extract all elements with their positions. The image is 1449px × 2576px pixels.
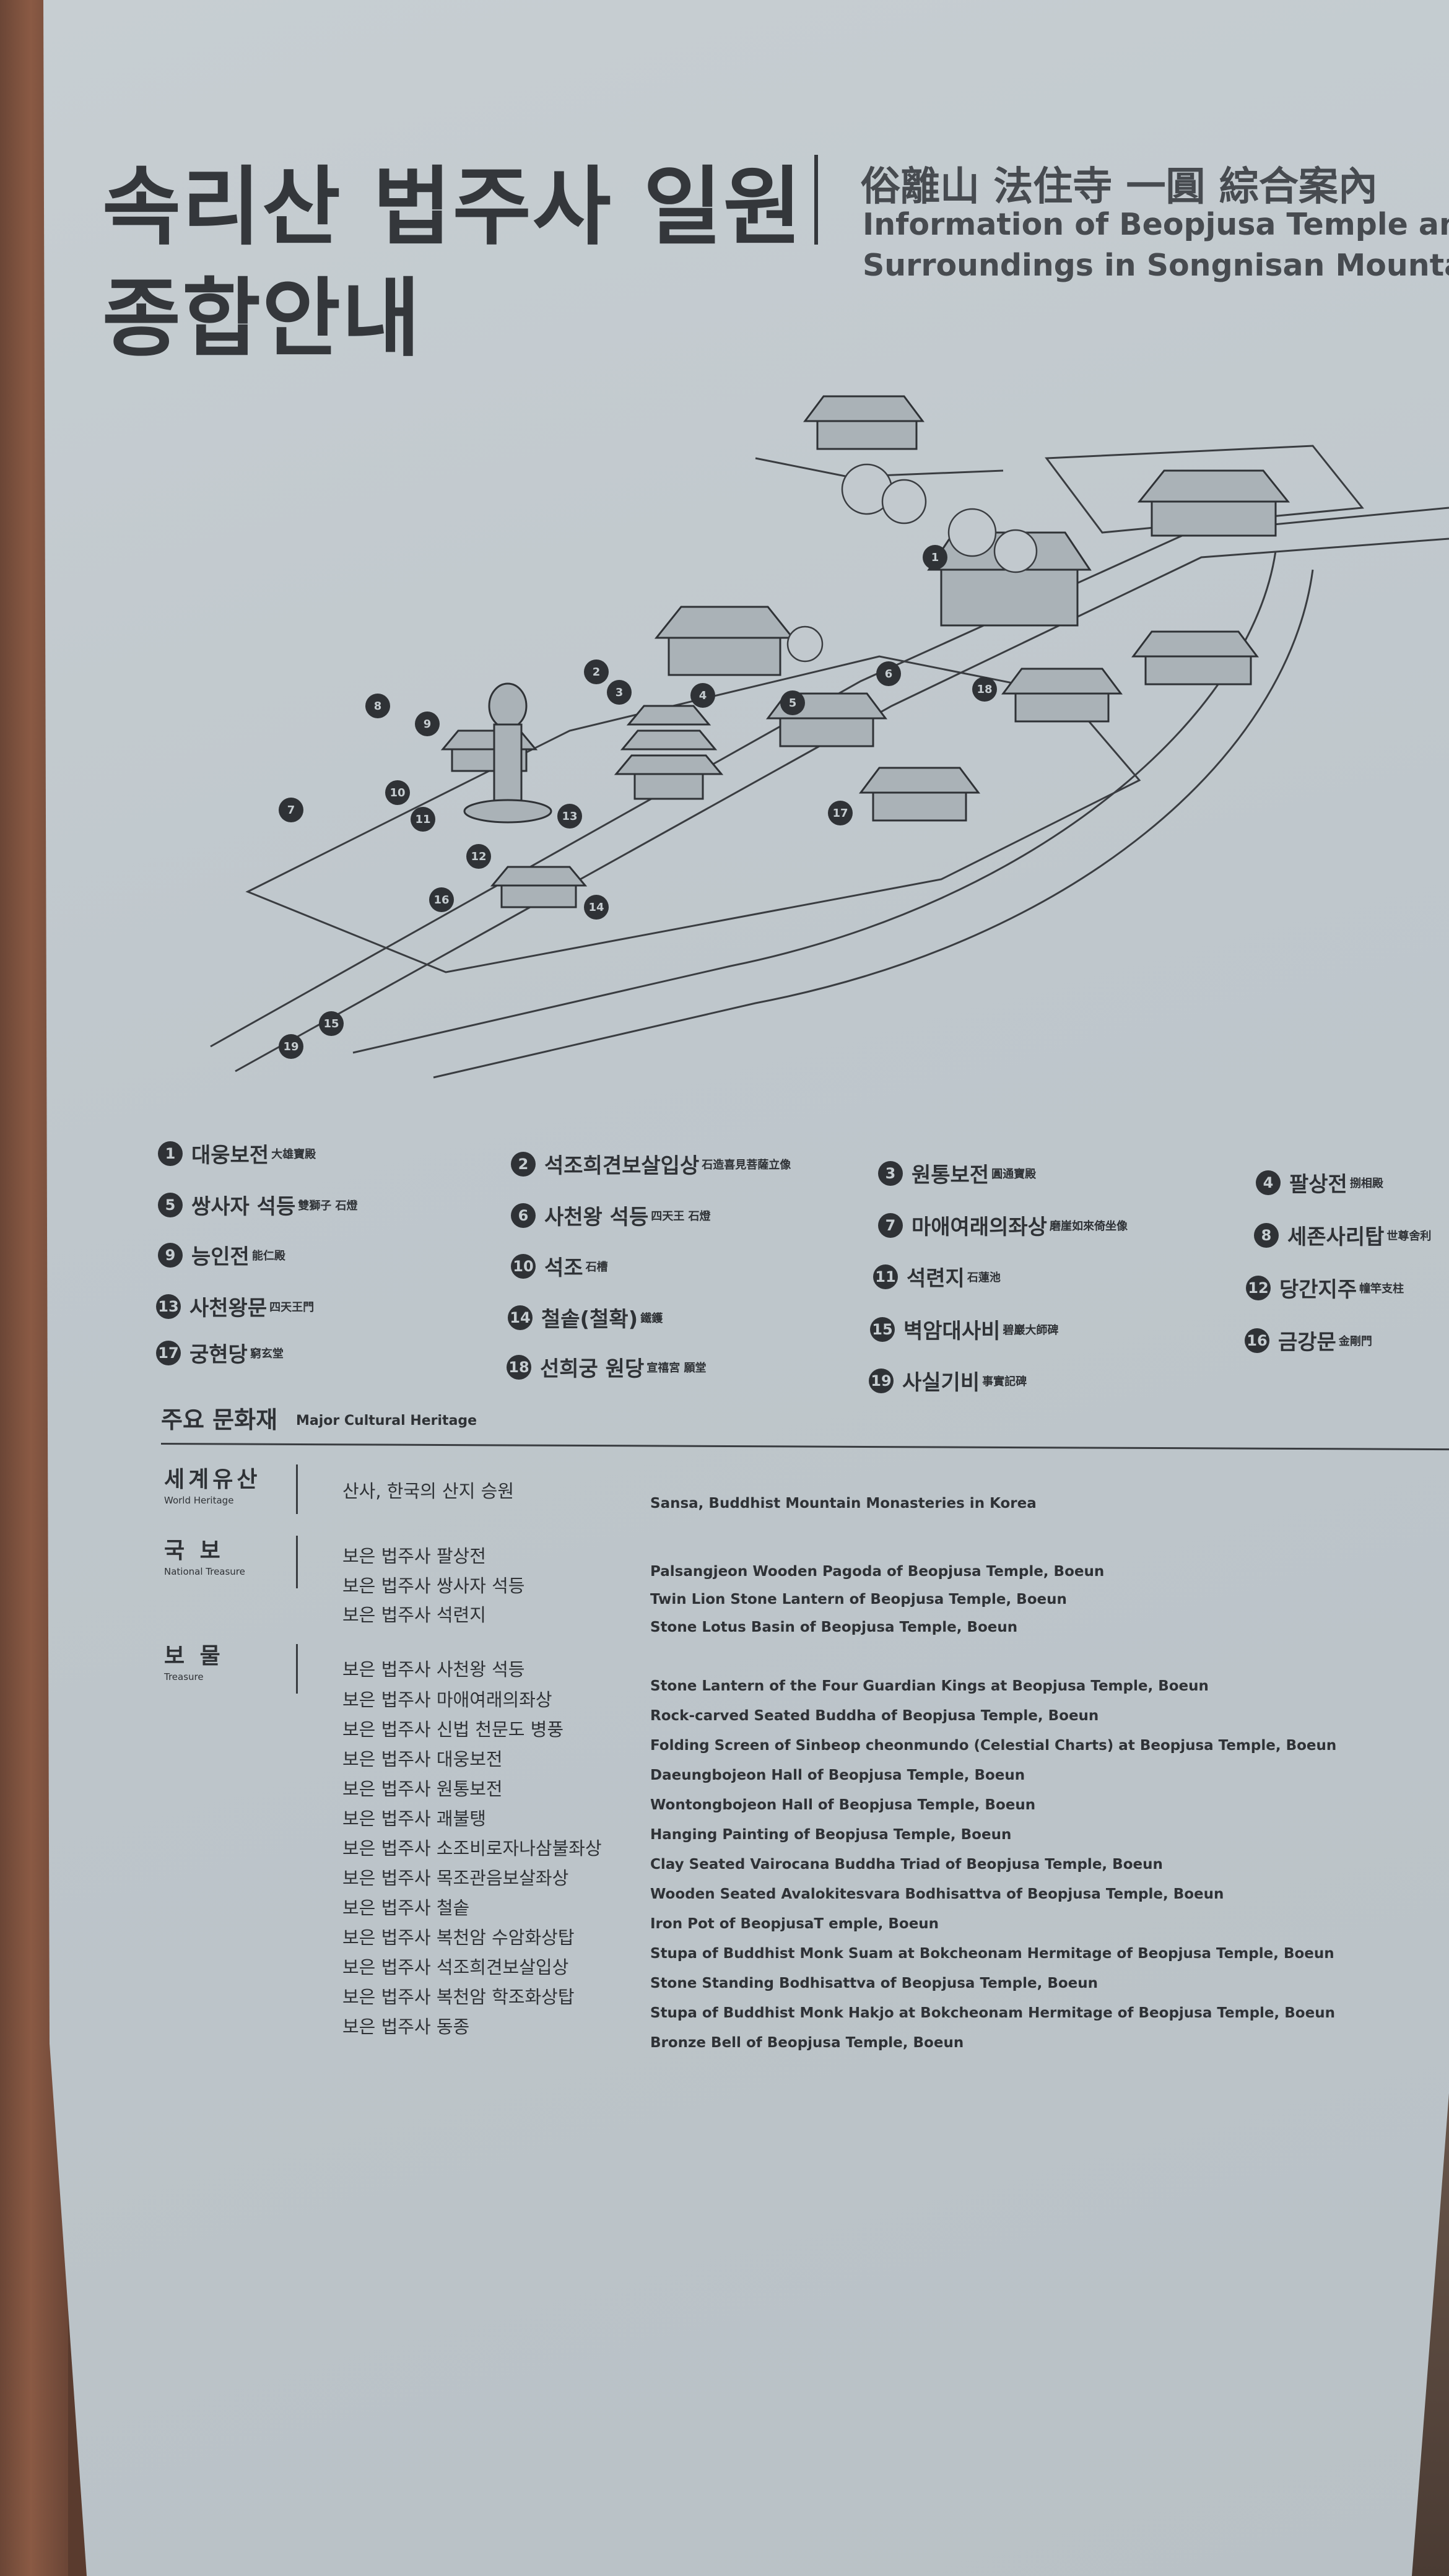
heritage-item-en: Rock-carved Seated Buddha of Beopjusa Te…	[650, 1708, 1099, 1724]
svg-text:19: 19	[283, 1040, 298, 1053]
korean-title-line2: 종합안내	[102, 269, 422, 368]
heritage-item-ko: 보은 법주사 동종	[342, 2016, 470, 2037]
world-heritage-label: 세계유산 World Heritage	[164, 1467, 261, 1506]
heritage-item-ko: 보은 법주사 석련지	[342, 1604, 486, 1625]
korean-title-line1: 속리산 법주사 일원	[102, 157, 803, 257]
heritage-item-en: Stone Lotus Basin of Beopjusa Temple, Bo…	[650, 1619, 1018, 1635]
svg-text:6: 6	[885, 668, 893, 681]
heritage-item-ko: 보은 법주사 원통보전	[342, 1778, 503, 1799]
svg-text:3: 3	[616, 686, 624, 699]
hanja-title: 俗離山 法住寺 一圓 綜合案內	[861, 164, 1378, 210]
english-title-line1: Information of Beopjusa Temple and	[863, 207, 1449, 242]
heritage-item-ko: 보은 법주사 팔상전	[342, 1546, 486, 1567]
heritage-item-en: Bronze Bell of Beopjusa Temple, Boeun	[650, 2035, 964, 2051]
heritage-item-en: Wooden Seated Avalokitesvara Bodhisattva…	[650, 1886, 1224, 1902]
trees-icon	[786, 463, 1038, 663]
heritage-item-ko: 보은 법주사 마애여래의좌상	[342, 1689, 552, 1710]
building-icon	[440, 395, 1290, 908]
svg-text:2: 2	[593, 666, 601, 679]
heritage-item-ko: 보은 법주사 석조희견보살입상	[342, 1957, 569, 1978]
information-board	[43, 0, 1449, 2576]
heritage-item-en: Daeungbojeon Hall of Beopjusa Temple, Bo…	[650, 1767, 1025, 1783]
buddha-statue-icon	[463, 682, 552, 824]
svg-text:7: 7	[287, 804, 295, 817]
heritage-item-en: Stone Lantern of the Four Guardian Kings…	[650, 1678, 1209, 1694]
svg-text:8: 8	[374, 700, 382, 713]
svg-text:10: 10	[389, 786, 405, 799]
heritage-item-en: Folding Screen of Sinbeop cheonmundo (Ce…	[650, 1738, 1337, 1754]
heritage-item-ko: 보은 법주사 대웅보전	[342, 1749, 503, 1770]
heritage-item-ko: 보은 법주사 쌍사자 석등	[342, 1575, 525, 1596]
treasure-label: 보 물 Treasure	[164, 1643, 224, 1682]
svg-text:16: 16	[433, 894, 449, 907]
english-title: Information of Beopjusa Temple and Surro…	[863, 204, 1449, 286]
heritage-item-en: Wontongbojeon Hall of Beopjusa Temple, B…	[650, 1797, 1036, 1813]
heritage-item-ko: 보은 법주사 복천암 학조화상탑	[342, 1986, 575, 2008]
heritage-item-en: Palsangjeon Wooden Pagoda of Beopjusa Te…	[650, 1564, 1105, 1580]
svg-text:5: 5	[789, 697, 797, 710]
heritage-item-en: Clay Seated Vairocana Buddha Triad of Be…	[650, 1856, 1163, 1873]
svg-text:17: 17	[832, 807, 848, 820]
heritage-item-en: Stone Standing Bodhisattva of Beopjusa T…	[650, 1975, 1099, 1991]
heritage-item-ko: 보은 법주사 소조비로자나삼불좌상	[342, 1838, 602, 1859]
major-heritage-title-en: Major Cultural Heritage	[296, 1413, 477, 1429]
heritage-item-ko: 보은 법주사 목조관음보살좌상	[342, 1868, 569, 1889]
svg-text:15: 15	[323, 1017, 339, 1030]
heritage-item-en: Twin Lion Stone Lantern of Beopjusa Temp…	[650, 1591, 1067, 1608]
svg-text:4: 4	[699, 689, 707, 702]
heritage-item-en: Iron Pot of BeopjusaT emple, Boeun	[650, 1916, 939, 1932]
heritage-item-ko: 산사, 한국의 산지 승원	[342, 1481, 514, 1502]
category-divider	[296, 1536, 298, 1588]
heritage-item-ko: 보은 법주사 철솥	[342, 1897, 470, 1918]
english-title-line2: Surroundings in Songnisan Mountain	[863, 248, 1449, 283]
heritage-item-ko: 보은 법주사 사천왕 석등	[342, 1659, 525, 1680]
pagoda-icon	[614, 705, 724, 800]
heritage-item-ko: 보은 법주사 복천암 수암화상탑	[342, 1927, 575, 1948]
svg-text:18: 18	[977, 683, 992, 696]
temple-map-illustration: 1 2 3 4 5 6 7 8 9 10 11 12 13 14 15 16 1…	[210, 395, 1449, 1079]
heritage-item-ko: 보은 법주사 괘불탱	[342, 1808, 486, 1829]
title-divider	[814, 155, 818, 245]
svg-text:12: 12	[471, 850, 486, 863]
heritage-item-en: Stupa of Buddhist Monk Suam at Bokcheona…	[650, 1946, 1334, 1962]
heritage-item-ko: 보은 법주사 신법 천문도 병풍	[342, 1719, 564, 1740]
heritage-item-en: Sansa, Buddhist Mountain Monasteries in …	[650, 1495, 1037, 1512]
svg-text:11: 11	[415, 813, 430, 826]
map-number-markers	[279, 545, 997, 1059]
major-heritage-title: 주요 문화재	[161, 1406, 278, 1434]
heritage-item-en: Stupa of Buddhist Monk Hakjo at Bokcheon…	[650, 2005, 1335, 2021]
svg-text:13: 13	[562, 810, 577, 823]
korean-title: 속리산 법주사 일원 종합안내	[102, 152, 827, 375]
category-divider	[296, 1464, 298, 1514]
svg-text:14: 14	[588, 901, 604, 914]
svg-text:1: 1	[931, 551, 939, 564]
heritage-item-en: Hanging Painting of Beopjusa Temple, Boe…	[650, 1827, 1012, 1843]
svg-text:9: 9	[424, 718, 432, 731]
national-treasure-label: 국 보 National Treasure	[164, 1538, 245, 1577]
category-divider	[296, 1644, 298, 1694]
